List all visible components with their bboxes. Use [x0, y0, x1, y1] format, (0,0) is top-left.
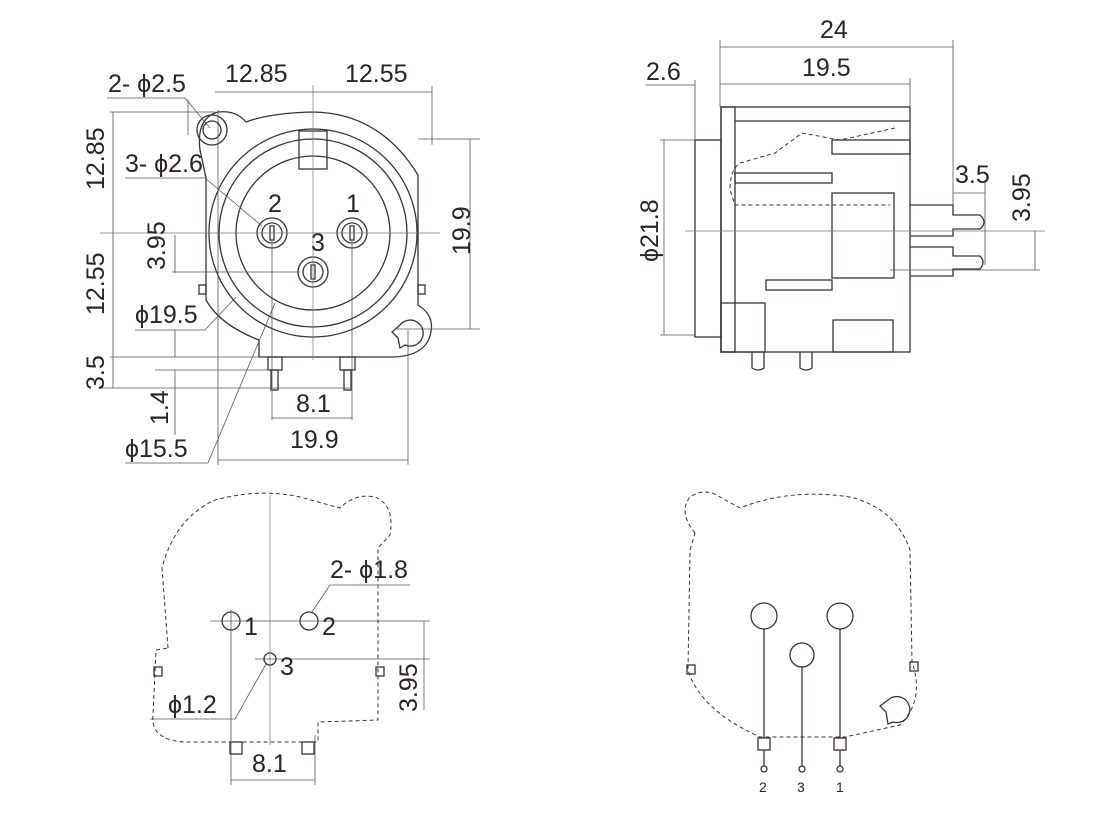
dim-pin-protrusion: 3.5: [955, 161, 990, 189]
rear-outline: [684, 491, 917, 738]
dim-top-height: 12.85: [82, 127, 110, 190]
side-block: [832, 319, 894, 353]
dim-body-width: 19.9: [290, 426, 339, 454]
dim-overall-length: 24: [820, 16, 848, 44]
pin-label-3: 3: [311, 229, 325, 257]
pin-label-2: 2: [268, 190, 282, 218]
pcb-outline: [152, 492, 392, 743]
pcb-dim-pin-offset: 3.95: [395, 663, 423, 712]
front-view: 2- ϕ2.5 12.85 12.55 3- ϕ2.6 12.85 12.55 …: [82, 60, 480, 465]
mount-hole-label: 2- ϕ2.5: [108, 70, 186, 98]
dim-inner-diameter: ϕ15.5: [125, 435, 188, 463]
rear-pin-label-1: 1: [836, 779, 844, 795]
dim-ring-diameter: ϕ19.5: [135, 301, 198, 329]
pcb-tab-right: [375, 666, 385, 677]
side-view: 24 19.5 2.6 ϕ21.8 3.5 3.95: [636, 16, 1045, 371]
dim-right-width: 12.55: [345, 60, 408, 88]
pcb-hole-label: 2- ϕ1.8: [330, 556, 408, 584]
side-block: [765, 279, 833, 291]
leader: [311, 584, 331, 613]
side-tab-right: [417, 284, 426, 295]
side-pin-bottom: [910, 246, 984, 277]
mount-hole: [202, 120, 222, 140]
pcb-pin-label-3: 3: [280, 653, 294, 681]
dim-bottom-offset: 3.5: [82, 355, 110, 390]
latch-release-tab: [391, 319, 424, 350]
rear-pin-1: [826, 602, 854, 630]
rear-tab-right: [909, 661, 919, 672]
solder-pin-left: [267, 356, 283, 371]
rear-pin-label-2: 2: [759, 779, 767, 795]
front-body-outline: [198, 111, 433, 358]
dim-pin-offset: 3.95: [143, 221, 171, 270]
dim-lower-height: 12.55: [82, 252, 110, 315]
dim-body-length: 19.5: [802, 54, 851, 82]
dim-hole-spacing: 19.9: [448, 206, 476, 255]
side-tab-left: [198, 284, 207, 295]
pcb-pad-left: [229, 741, 243, 755]
front-flange: [694, 139, 722, 338]
rear-view: 2 3 1: [684, 491, 919, 795]
side-solder-pins: [751, 352, 813, 371]
dim-diameter: ϕ21.8: [636, 199, 664, 262]
side-pin-top: [910, 204, 985, 237]
rear-pin-label-3: 3: [797, 779, 805, 795]
leader: [234, 663, 267, 720]
side-body: [720, 106, 911, 353]
rear-pad-2: [757, 737, 771, 751]
side-plate: [720, 106, 736, 353]
dim-pin-spacing: 8.1: [296, 390, 331, 418]
pcb-small-hole-label: ϕ1.2: [168, 691, 217, 719]
dim-left-width: 12.85: [225, 60, 288, 88]
terminal-1: [836, 765, 844, 773]
pcb-pin-label-2: 2: [322, 613, 336, 641]
terminal-3: [798, 765, 806, 773]
side-block: [720, 302, 766, 353]
dim-pin-length: 1.4: [146, 390, 174, 425]
side-block: [831, 192, 895, 279]
rear-latch: [879, 695, 911, 725]
pcb-pad-right: [301, 741, 315, 755]
solder-pin-right: [339, 356, 356, 371]
side-block: [831, 139, 911, 155]
mount-hole-flange: [196, 114, 228, 146]
leader: [184, 97, 211, 129]
pin-hole-label: 3- ϕ2.6: [125, 150, 203, 178]
leader: [207, 302, 276, 464]
rear-tab-left: [686, 664, 696, 675]
terminal-2: [760, 765, 768, 773]
rear-pin-3: [789, 642, 815, 668]
pin-label-1: 1: [346, 190, 360, 218]
dim-flange: 2.6: [646, 58, 681, 86]
rear-pad-1: [833, 737, 847, 751]
leader: [204, 296, 237, 331]
leader: [204, 177, 263, 227]
pcb-tab-left: [153, 666, 163, 677]
solder-pin-right-tip: [343, 369, 352, 391]
pcb-pin-label-1: 1: [244, 613, 258, 641]
pcb-layout-view: 2- ϕ1.8 ϕ1.2 3.95 8.1 1 2 3: [150, 492, 430, 785]
dim-pin-offset-side: 3.95: [1008, 173, 1036, 222]
solder-pin-left-tip: [270, 369, 279, 391]
pcb-dim-pin-spacing: 8.1: [252, 750, 287, 778]
side-block: [734, 172, 833, 184]
rear-pin-2: [750, 602, 778, 630]
